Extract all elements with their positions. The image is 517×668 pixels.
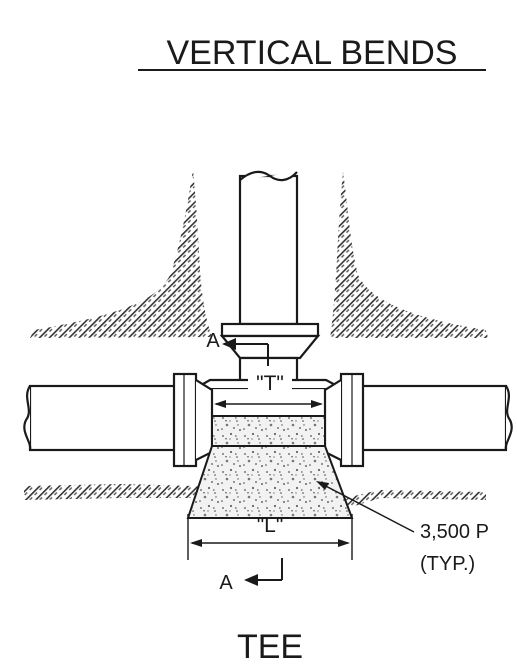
- earth-hatch-upper-left: [30, 170, 212, 338]
- section-marker-top: A: [206, 330, 220, 352]
- dimension-t-label: "T": [256, 372, 284, 395]
- figure-caption: TEE: [237, 628, 303, 666]
- dimension-t: [211, 370, 326, 414]
- branch-flange: [219, 322, 321, 360]
- section-arrow-top: [222, 338, 269, 366]
- earth-hatch-upper-right: [330, 172, 488, 338]
- left-flange: [172, 372, 214, 468]
- right-flange: [323, 372, 365, 468]
- dimension-l: [187, 514, 353, 560]
- section-arrow-bottom: [244, 558, 283, 586]
- concrete-callout-leader: [316, 481, 415, 533]
- main-pipe-right: [354, 384, 513, 452]
- section-marker-bottom: A: [219, 572, 233, 594]
- vertical-branch-pipe: [238, 170, 299, 326]
- concrete-callout-line1: 3,500 P: [420, 521, 489, 543]
- main-pipe-left: [23, 384, 182, 452]
- concrete-callout-line2: (TYP.): [420, 553, 475, 575]
- page-title: VERTICAL BENDS: [167, 34, 458, 72]
- dimension-l-label: "L": [257, 514, 284, 537]
